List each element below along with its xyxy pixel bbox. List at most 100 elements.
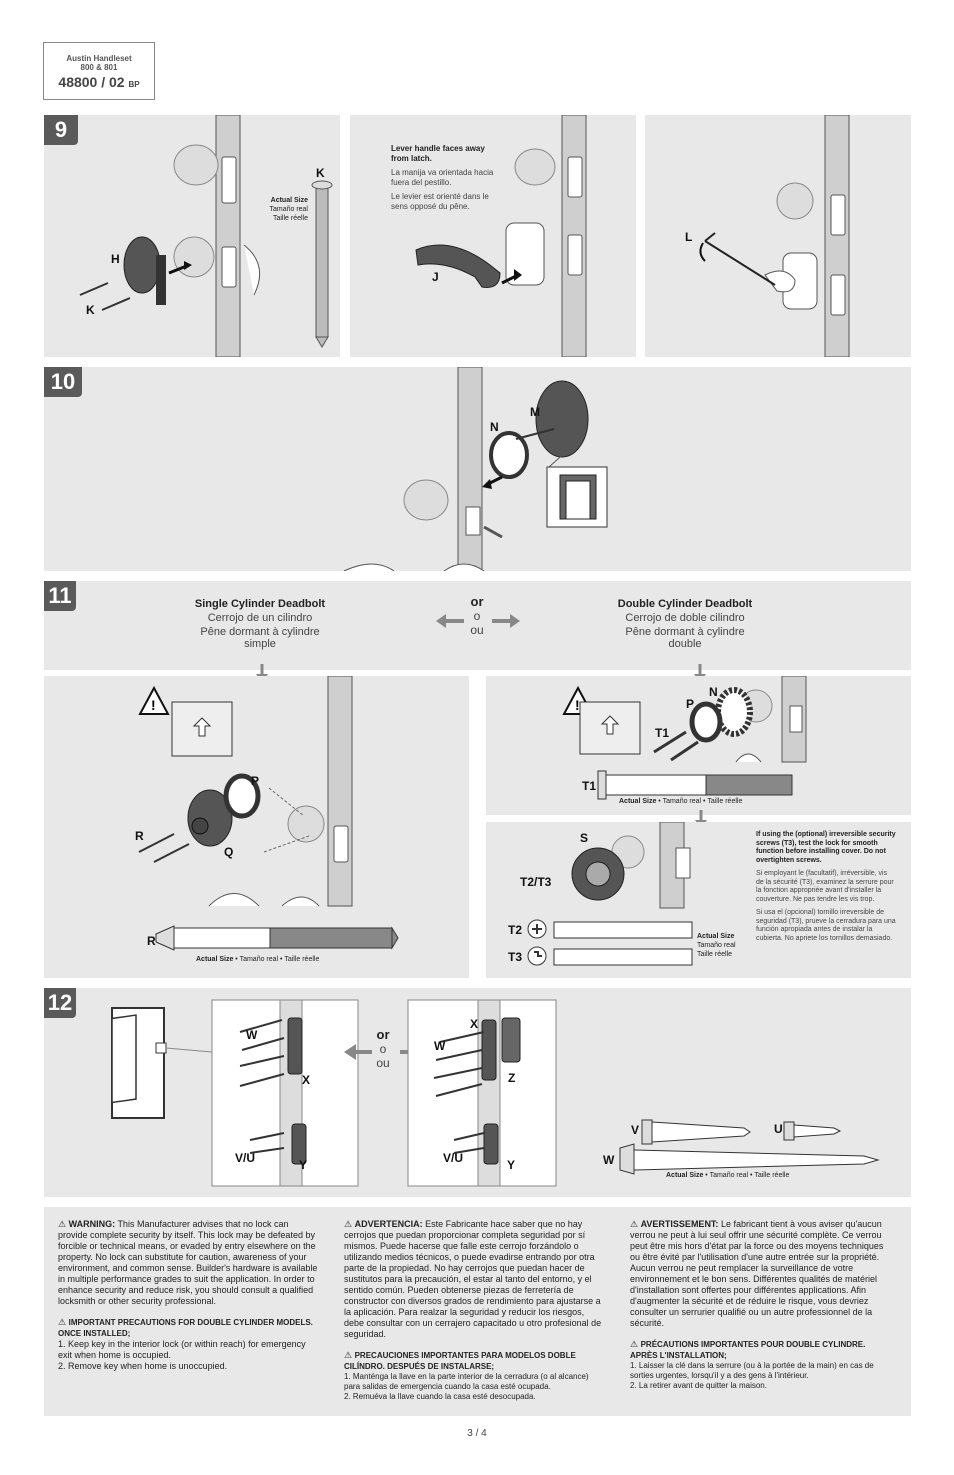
label-p-double: P — [686, 697, 695, 711]
warning-icon-es: ⚠ — [344, 1219, 353, 1229]
single-es: Cerrojo de un cilindro — [207, 612, 313, 624]
or-12-fr: ou — [376, 1056, 390, 1070]
step-number-10: 10 — [44, 367, 82, 397]
lever-note-es: La manija va orientada hacia fuera del p… — [391, 168, 494, 187]
or-arrows — [436, 614, 520, 628]
warning-fr-title: AVERTISSEMENT: — [640, 1219, 719, 1229]
precaution-icon-fr: ⚠ — [630, 1339, 639, 1349]
actual-size-w-en: Actual Size — [666, 1172, 704, 1179]
label-p: P — [251, 774, 260, 788]
label-w: W — [246, 1028, 258, 1042]
label-v-screw: V — [631, 1123, 640, 1137]
label-x-alt: X — [470, 1017, 479, 1031]
svg-text:!: ! — [575, 697, 580, 713]
lever-note-en: Lever handle faces away from latch. — [391, 144, 485, 163]
warnings-panel — [44, 1207, 911, 1416]
actual-size-k: Actual Size Tamaño real Taille réelle — [258, 196, 308, 223]
actual-size-t2t3: Actual Size Tamaño real Taille réelle — [697, 932, 757, 959]
step9-allen-key-drawing — [699, 115, 850, 357]
step12-door-drawing — [111, 999, 880, 1187]
product-models: 800 & 801 — [80, 63, 118, 72]
label-x: X — [302, 1073, 311, 1087]
finish-code: BP — [128, 80, 140, 89]
label-y: Y — [299, 1158, 308, 1172]
label-w-alt: W — [434, 1039, 446, 1053]
actual-size-fr: Taille réelle — [272, 215, 308, 222]
warning-en: ⚠ WARNING: This Manufacturer advises tha… — [58, 1219, 320, 1372]
actual-size-t1-sep2: • — [701, 798, 708, 805]
lever-note-fr: Le levier est orienté dans le sens oppos… — [391, 192, 489, 211]
label-k-top: K — [316, 166, 325, 180]
step10-drawing — [343, 367, 608, 571]
actual-size-t1-fr: Taille réelle — [707, 798, 743, 805]
product-header: Austin Handleset 800 & 801 48800 / 02 BP — [43, 42, 155, 100]
single-cylinder-title: Single Cylinder Deadbolt Cerrojo de un c… — [180, 598, 340, 650]
precaution-en-title: IMPORTANT PRECAUTIONS FOR DOUBLE CYLINDE… — [58, 1318, 313, 1338]
label-n: N — [490, 420, 499, 434]
label-s: S — [580, 831, 589, 845]
label-t1: T1 — [655, 726, 670, 740]
single-cylinder-drawing: ! — [138, 676, 399, 951]
or-12-es: o — [379, 1042, 387, 1056]
precaution-es-1: 1. Manténga la llave en la parte interio… — [344, 1372, 589, 1391]
label-q: Q — [224, 845, 234, 859]
actual-size-r-en: Actual Size — [196, 956, 234, 963]
actual-size-t1-en: Actual Size — [619, 798, 657, 805]
actual-size-t2-fr: Taille réelle — [697, 951, 733, 958]
precaution-fr-title: PRÉCAUTIONS IMPORTANTES POUR DOUBLE CYLI… — [630, 1340, 866, 1360]
actual-size-en: Actual Size — [270, 197, 308, 204]
precaution-en-1: 1. Keep key in the interior lock (or wit… — [58, 1339, 306, 1360]
actual-size-w-es: Tamaño real — [709, 1172, 749, 1179]
label-n-double: N — [709, 685, 718, 699]
warning-en-main: ⚠ WARNING: This Manufacturer advises tha… — [58, 1219, 320, 1307]
label-l: L — [685, 230, 693, 244]
or-en: or — [470, 594, 484, 609]
single-fr: Pêne dormant à cylindre simple — [200, 626, 320, 650]
step-number-11: 11 — [44, 581, 76, 611]
single-en: Single Cylinder Deadbolt — [194, 598, 326, 610]
label-t3: T3 — [508, 950, 523, 964]
label-y-alt: Y — [507, 1158, 516, 1172]
warning-icon-fr: ⚠ — [630, 1219, 639, 1229]
label-t1-screw: T1 — [582, 779, 597, 793]
label-t2-t3: T2/T3 — [520, 875, 552, 889]
double-es: Cerrojo de doble cilindro — [625, 612, 745, 624]
security-screw-note: If using the (optional) irreversible sec… — [756, 831, 896, 943]
warning-fr: ⚠ AVERTISSEMENT: Le fabricant tient à vo… — [630, 1219, 894, 1391]
actual-size-t1-es: Tamaño real — [662, 798, 702, 805]
label-v-u-alt: V/U — [443, 1151, 464, 1165]
actual-size-r-sep1: • — [233, 956, 240, 963]
or-choice: or o ou — [456, 594, 498, 637]
actual-size-w-sep1: • — [703, 1172, 710, 1179]
step9-lever-drawing — [415, 115, 587, 357]
actual-size-w-fr: Taille réelle — [754, 1172, 790, 1179]
warning-fr-main: ⚠ AVERTISSEMENT: Le fabricant tient à vo… — [630, 1219, 894, 1329]
or-12-en: or — [376, 1027, 390, 1042]
double-fr: Pêne dormant à cylindre double — [625, 626, 745, 650]
warning-es-body: Este Fabricante hace saber que no hay ce… — [344, 1219, 602, 1339]
precaution-en: ⚠ IMPORTANT PRECAUTIONS FOR DOUBLE CYLIN… — [58, 1317, 320, 1339]
security-note-en: If using the (optional) irreversible sec… — [756, 831, 896, 864]
svg-text:!: ! — [151, 697, 156, 713]
warning-en-title: WARNING: — [68, 1219, 116, 1229]
label-h: H — [111, 252, 120, 266]
step9-panel-c — [645, 115, 911, 357]
double-cylinder-bottom-drawing — [527, 822, 693, 966]
label-r-screw: R — [147, 934, 156, 948]
actual-size-w: Actual Size • Tamaño real • Taille réell… — [666, 1171, 826, 1180]
label-m: M — [530, 405, 540, 419]
actual-size-r-sep2: • — [278, 956, 285, 963]
actual-size-w-sep2: • — [748, 1172, 755, 1179]
label-w-screw: W — [603, 1153, 615, 1167]
actual-size-t1: Actual Size • Tamaño real • Taille réell… — [619, 797, 779, 806]
step-number-12: 12 — [44, 988, 76, 1018]
or-fr: ou — [470, 623, 484, 637]
part-number: 48800 / 02 — [58, 74, 125, 90]
precaution-fr: ⚠ PRÉCAUTIONS IMPORTANTES POUR DOUBLE CY… — [630, 1339, 894, 1361]
security-note-es: Si usa el (opcional) tornillo irreversib… — [756, 909, 896, 942]
precaution-en-2: 2. Remove key when home is unoccupied. — [58, 1361, 228, 1371]
actual-size-t1-sep1: • — [656, 798, 663, 805]
label-r: R — [135, 829, 144, 843]
step9-door-drawing-a — [79, 115, 333, 357]
precaution-fr-2: 2. La retirer avant de quitter la maison… — [630, 1381, 767, 1390]
